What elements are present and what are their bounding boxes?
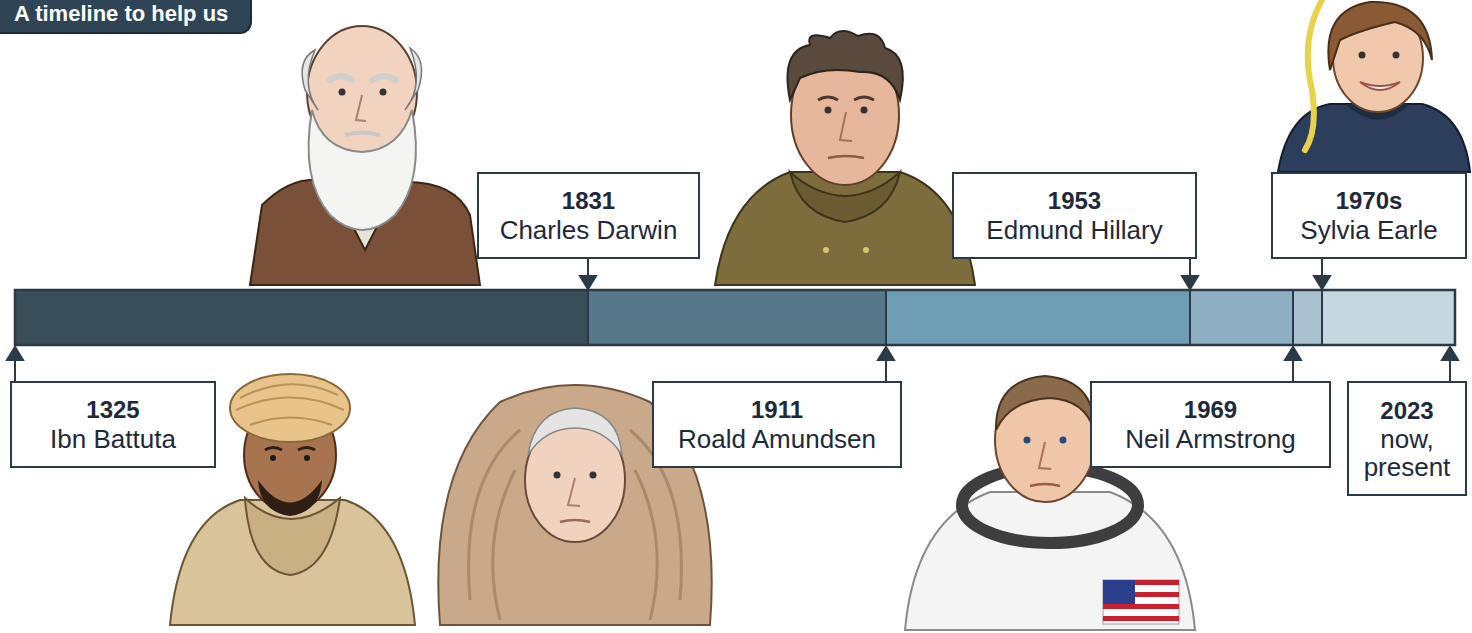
leader-arrows-part <box>1442 347 1458 360</box>
leader-arrows-part <box>580 276 596 289</box>
timeline-label-box: 1831Charles Darwin <box>477 172 700 259</box>
leader-arrows-part <box>1314 276 1330 289</box>
year-label: 1911 <box>662 395 892 424</box>
ibn-battuta-portrait-part <box>230 374 350 442</box>
armstrong-portrait-part <box>905 492 1195 630</box>
year-label: 2023 <box>1357 396 1457 425</box>
hillary-portrait-part <box>825 107 832 114</box>
armstrong-portrait-part <box>1024 437 1031 444</box>
flag-patch-part <box>1103 616 1179 621</box>
armstrong-portrait-part <box>996 376 1094 430</box>
timeline-bar-part <box>1190 290 1293 345</box>
amundsen-portrait-part <box>568 478 580 506</box>
flag-patch-part <box>1103 580 1135 604</box>
timeline-bar-part <box>1322 290 1455 345</box>
hillary-portrait <box>715 31 975 285</box>
hillary-portrait-part <box>823 247 829 253</box>
darwin-portrait-part <box>339 89 346 96</box>
flag-patch-part <box>1103 604 1179 609</box>
leader-arrows-part <box>878 347 894 360</box>
explorer-name: now, present <box>1357 425 1457 481</box>
earle-portrait-part <box>1305 0 1322 150</box>
ibn-battuta-portrait-part <box>236 384 344 425</box>
timeline-label-box: 1953Edmund Hillary <box>952 172 1197 259</box>
year-label: 1831 <box>487 186 690 215</box>
earle-portrait-part <box>1278 104 1470 172</box>
timeline-label-box: 1911Roald Amundsen <box>652 381 902 468</box>
earle-portrait-part <box>1360 82 1400 90</box>
timeline-label-box: 1970sSylvia Earle <box>1271 172 1467 259</box>
darwin-portrait-part <box>309 110 416 230</box>
amundsen-portrait-part <box>554 472 561 479</box>
leader-arrows <box>7 258 1458 381</box>
ibn-battuta-portrait-part <box>304 455 310 461</box>
timeline-label-box: 2023now, present <box>1347 381 1467 496</box>
timeline-bar-part <box>588 290 1322 345</box>
timeline-bar-part <box>15 290 588 345</box>
hillary-portrait-part <box>715 172 975 285</box>
explorer-name: Edmund Hillary <box>962 215 1187 245</box>
darwin-portrait-part <box>380 89 387 96</box>
year-label: 1325 <box>20 395 206 424</box>
year-label: 1969 <box>1100 395 1321 424</box>
darwin-portrait-part <box>345 133 380 136</box>
hillary-portrait-part <box>828 156 864 158</box>
flag-patch-part <box>1103 580 1179 624</box>
title-tab: A timeline to help us <box>0 0 252 34</box>
title-text: A timeline to help us <box>14 0 228 28</box>
explorer-name: Sylvia Earle <box>1281 215 1457 245</box>
flag-patch <box>1103 580 1179 624</box>
armstrong-portrait-part <box>1060 437 1067 444</box>
hillary-portrait-part <box>788 31 903 100</box>
explorer-name: Neil Armstrong <box>1100 424 1321 454</box>
armstrong-portrait-part <box>1039 442 1051 469</box>
earle-portrait-part <box>1328 2 1432 70</box>
hillary-portrait-part <box>863 247 869 253</box>
timeline-bar-part <box>1293 290 1322 345</box>
timeline-label-box: 1969Neil Armstrong <box>1090 381 1331 468</box>
darwin-portrait-part <box>356 95 366 121</box>
timeline-bar-part <box>15 290 1455 345</box>
leader-arrows-part <box>7 347 23 360</box>
amundsen-portrait-part <box>560 520 590 522</box>
hillary-portrait-part <box>861 107 868 114</box>
timeline-label-box: 1325Ibn Battuta <box>10 381 216 468</box>
timeline-bar-part <box>588 290 886 345</box>
darwin-portrait <box>250 26 480 285</box>
earle-portrait-part <box>1359 52 1366 59</box>
armstrong-portrait-part <box>1030 484 1060 486</box>
ibn-battuta-portrait-part <box>270 455 276 461</box>
hillary-portrait-part <box>840 112 852 141</box>
darwin-portrait-part <box>302 48 421 110</box>
darwin-portrait-part <box>330 76 396 80</box>
explorer-name: Ibn Battuta <box>20 424 206 454</box>
amundsen-portrait-part <box>528 408 622 455</box>
explorer-name: Charles Darwin <box>487 215 690 245</box>
earle-portrait-part <box>1393 52 1400 59</box>
timeline-bar-part <box>886 290 1190 345</box>
year-label: 1970s <box>1281 186 1457 215</box>
year-label: 1953 <box>962 186 1187 215</box>
ibn-battuta-portrait-part <box>258 480 322 516</box>
ibn-battuta-portrait-part <box>265 448 315 451</box>
hillary-portrait-part <box>818 97 874 100</box>
earle-portrait <box>1278 0 1470 172</box>
leader-arrows-part <box>1285 347 1301 360</box>
amundsen-portrait-part <box>590 472 597 479</box>
leader-arrows-part <box>1182 276 1198 289</box>
explorer-name: Roald Amundsen <box>662 424 892 454</box>
